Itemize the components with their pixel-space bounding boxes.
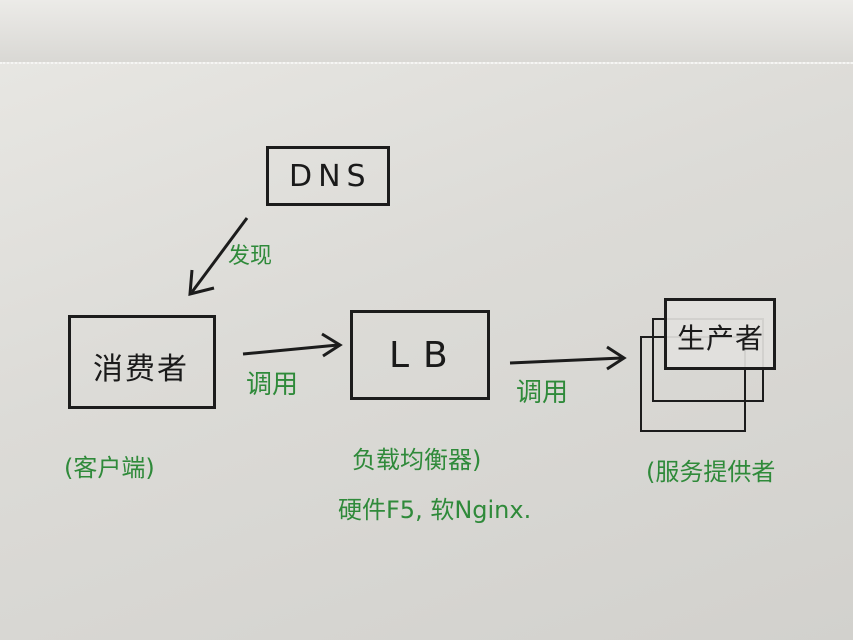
arrow-lb-to-producer-head xyxy=(606,345,627,371)
discover-label: 发现 xyxy=(228,244,273,269)
arrow-dns-to-consumer-head xyxy=(188,269,215,296)
lb-label: LB xyxy=(389,335,462,376)
producer-node: 生产者 xyxy=(664,298,776,370)
arrow-dns-to-consumer xyxy=(190,217,249,293)
arrow-lb-to-producer xyxy=(509,356,623,365)
lb-description-note: 负载均衡器) xyxy=(352,446,482,474)
call-label-2: 调用 xyxy=(516,378,569,408)
dns-node: DNS xyxy=(266,146,390,206)
provider-note: (服务提供者 xyxy=(646,458,776,486)
paper-top-edge xyxy=(0,0,853,64)
arrow-consumer-to-lb xyxy=(242,343,339,356)
producer-label: 生产者 xyxy=(677,322,765,355)
consumer-node: 消费者 xyxy=(68,315,216,409)
lb-node: LB xyxy=(350,310,490,400)
client-note: (客户端) xyxy=(64,454,155,482)
arrow-consumer-to-lb-head xyxy=(321,332,343,358)
call-label-1: 调用 xyxy=(246,370,299,400)
consumer-label: 消费者 xyxy=(93,352,189,387)
lb-implementation-note: 硬件F5, 软Nginx. xyxy=(338,496,532,524)
dns-label: DNS xyxy=(289,159,372,194)
